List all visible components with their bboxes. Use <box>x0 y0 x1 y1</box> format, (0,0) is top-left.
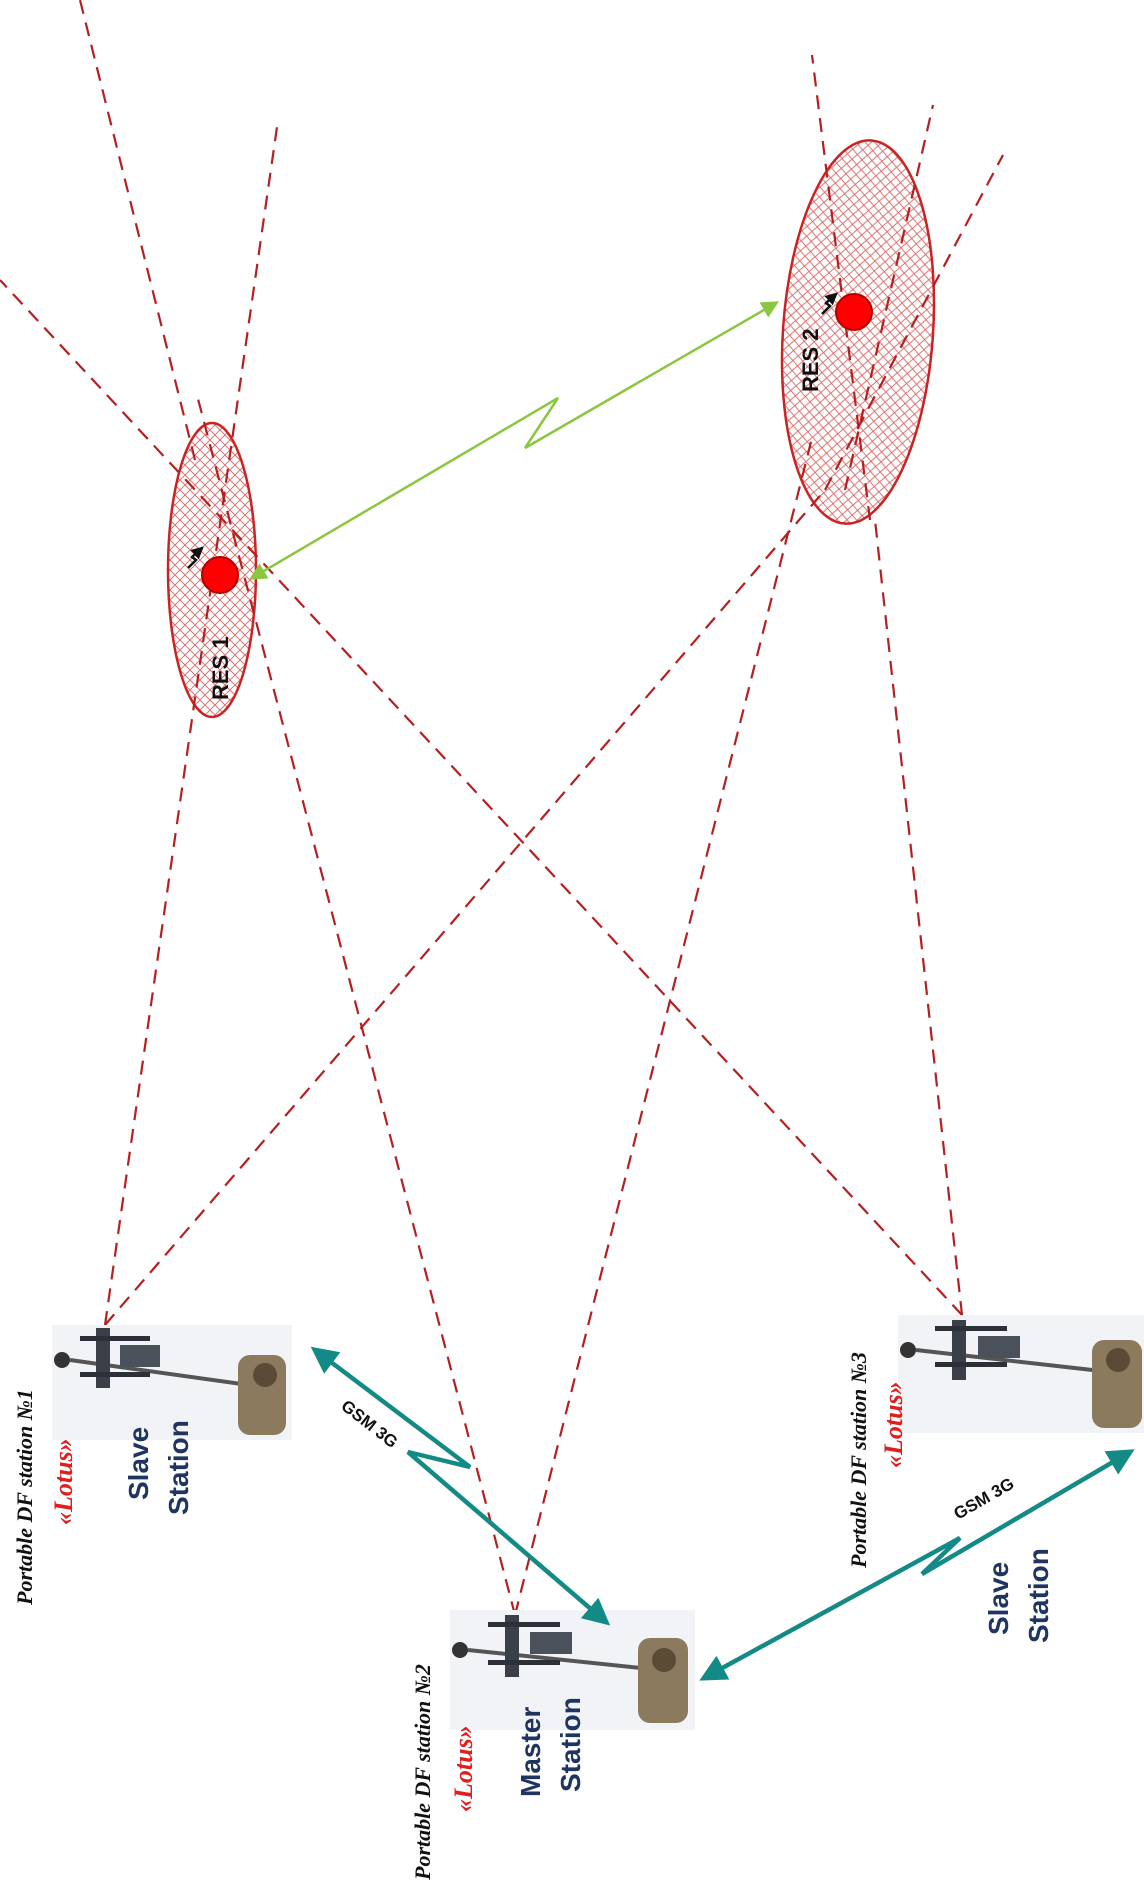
station-2-operator-image <box>450 1610 695 1730</box>
bearing-st3-res2 <box>873 519 964 1316</box>
station-3-title: Portable DF station №3 <box>846 1352 871 1569</box>
res-1-label: RES 1 <box>208 636 233 700</box>
gsm-link-2-3-arrow <box>699 1449 1135 1681</box>
res-radio-link <box>248 301 780 580</box>
gsm-link-station2-station3: GSM 3G <box>699 1449 1135 1681</box>
bearing-st3-res1 <box>0 279 963 1316</box>
gsm-link-2-3-label: GSM 3G <box>951 1474 1018 1524</box>
station-1: Portable DF station №1 «Lotus» Slave Sta… <box>12 1325 292 1606</box>
bearing-st1-res1 <box>103 119 280 1326</box>
station-1-title: Portable DF station №1 <box>12 1389 37 1606</box>
res-2-label: RES 2 <box>798 328 823 392</box>
station-2-role-line1: Master <box>515 1707 546 1797</box>
bearing-st2-res2 <box>513 437 814 1616</box>
res-2-dot <box>835 293 873 331</box>
res-2-emission-icon <box>821 292 838 315</box>
gsm-link-1-2-arrow <box>310 1346 611 1626</box>
station-1-brand: «Lotus» <box>49 1438 78 1525</box>
station-1-role-line1: Slave <box>123 1427 154 1500</box>
res-2-uncertainty-ellipse <box>780 139 936 525</box>
station-3-role-line1: Slave <box>983 1562 1014 1635</box>
res-1-emission-icon <box>187 546 204 569</box>
bearing-res2-upper-c <box>824 154 1004 491</box>
gsm-link-station1-station2: GSM 3G <box>310 1346 611 1626</box>
station-3: Portable DF station №3 «Lotus» Slave Sta… <box>846 1315 1144 1643</box>
station-3-operator-image <box>898 1315 1144 1433</box>
station-1-operator-image <box>52 1325 292 1440</box>
gsm-link-1-2-label: GSM 3G <box>338 1396 402 1452</box>
bearing-res1-upper <box>78 0 197 461</box>
station-2: Portable DF station №2 «Lotus» Master St… <box>410 1610 695 1881</box>
station-3-brand: «Lotus» <box>879 1381 908 1468</box>
bearing-res2-upper-a <box>810 54 872 521</box>
station-2-title: Portable DF station №2 <box>410 1664 435 1881</box>
bearing-res2-upper-b <box>843 104 935 491</box>
station-1-role-line2: Station <box>163 1420 194 1515</box>
res-1-emitter: RES 1 <box>187 546 239 700</box>
station-2-brand: «Lotus» <box>449 1725 478 1812</box>
res-1-dot <box>201 556 239 594</box>
res-2-emitter: RES 2 <box>798 292 873 392</box>
station-3-role-line2: Station <box>1023 1548 1054 1643</box>
station-2-role-line2: Station <box>555 1697 586 1792</box>
